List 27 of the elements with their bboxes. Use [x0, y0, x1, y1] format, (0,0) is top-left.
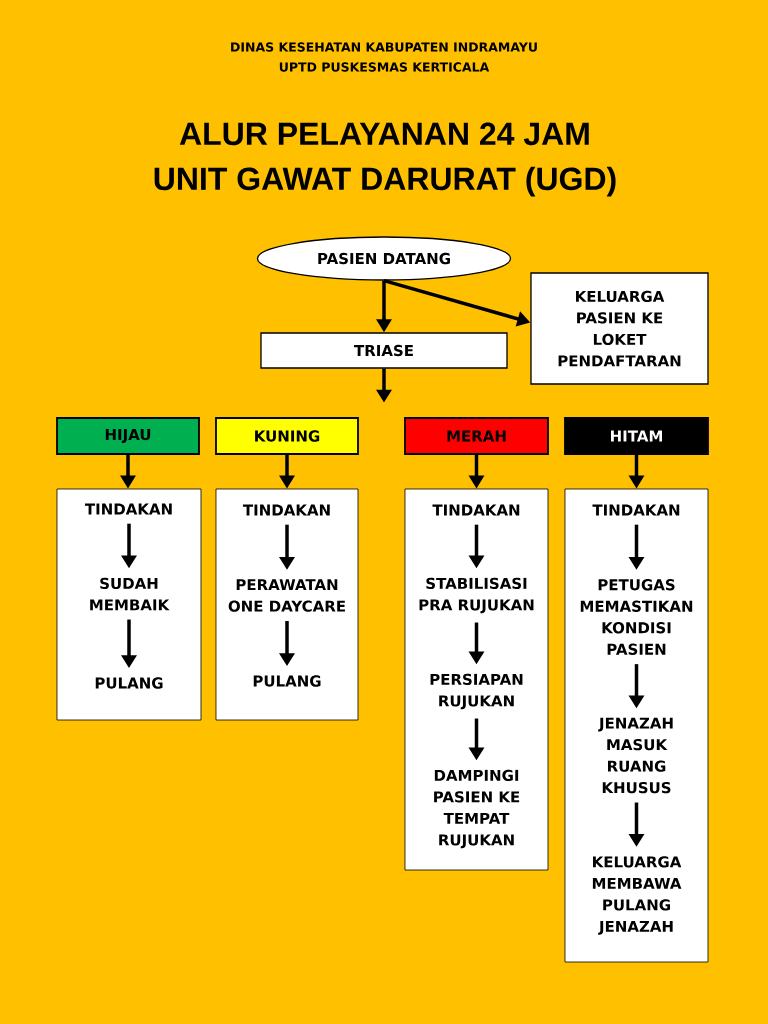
category-box: MERAH	[404, 417, 549, 455]
step-text: SUDAH MEMBAIK	[90, 577, 170, 611]
step-text: JENAZAH MASUK RUANG KHUSUS	[598, 717, 673, 794]
process-box: KELUARGA PASIEN KE LOKET PENDAFTARAN	[530, 272, 709, 385]
column-panel	[56, 488, 202, 721]
step-text: PULANG	[95, 677, 163, 689]
column-panel	[404, 488, 549, 871]
step-text: PERSIAPAN RUJUKAN	[430, 673, 523, 710]
step-text: TINDAKAN	[242, 504, 330, 516]
step-text: PULANG	[253, 675, 321, 687]
step-text: PERAWATAN ONE DAYCARE	[228, 579, 345, 612]
header-text: UPTD PUSKESMAS KERTICALA	[279, 62, 490, 72]
step-text: TINDAKAN	[432, 504, 520, 516]
step-text: TINDAKAN	[592, 504, 680, 516]
process-box: TRIASE	[260, 332, 508, 369]
step-text: STABILISASI PRA RUJUKAN	[419, 577, 534, 614]
category-box: HITAM	[564, 417, 709, 455]
category-box: HIJAU	[56, 417, 200, 455]
column-panel	[215, 488, 359, 721]
header-text: DINAS KESEHATAN KABUPATEN INDRAMAYU	[231, 42, 537, 52]
column-panel	[564, 488, 709, 963]
step-text: TINDAKAN	[84, 503, 172, 515]
category-box: KUNING	[215, 417, 359, 455]
step-text: DAMPINGI PASIEN KE TEMPAT RUJUKAN	[434, 769, 520, 849]
step-text: KELUARGA MEMBAWA PULANG JENAZAH	[592, 856, 682, 935]
step-text: PETUGAS MEMASTIKAN KONDISI PASIEN	[580, 579, 693, 655]
title: ALUR PELAYANAN 24 JAM UNIT GAWAT DARURAT (UGD)	[154, 122, 616, 197]
